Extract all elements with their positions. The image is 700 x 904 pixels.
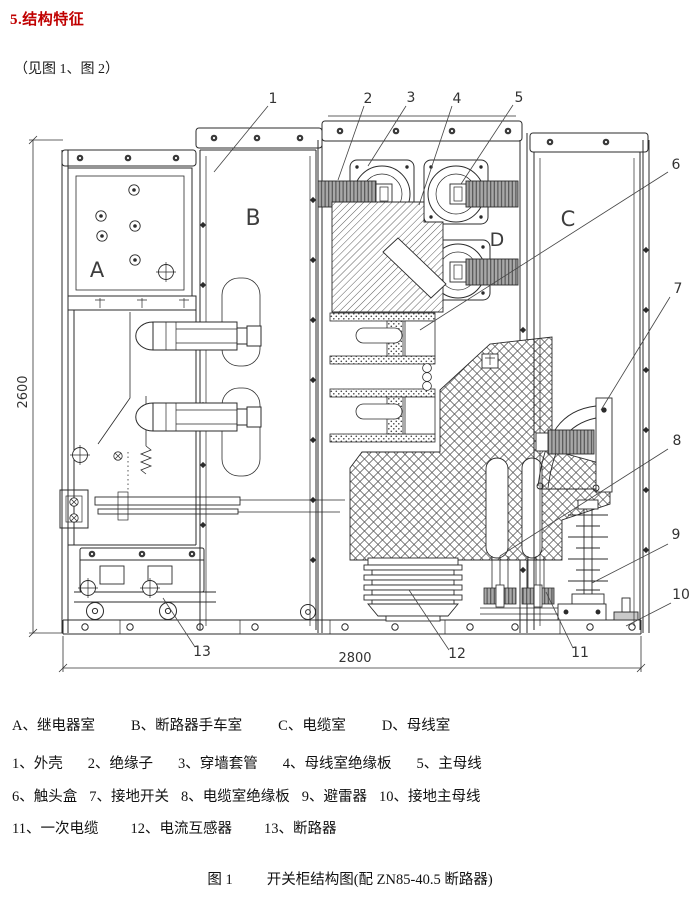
callout-numbers: 1 2 3 4 5 6 7 8 9 10 11 12 13 (193, 90, 690, 662)
legend-room-b: B、断路器手车室 (130, 718, 243, 734)
wall-b-d (317, 130, 323, 633)
legend-part-11: 11、一次电缆 (12, 821, 99, 837)
callout-10: 10 (672, 587, 690, 603)
legend-parts-6-10: 6、触头盒 7、接地开关 8、电缆室绝缘板 9、避雷器 10、接地主母线 (12, 785, 493, 806)
compartment-letter-c: C (561, 207, 576, 231)
callout-2: 2 (364, 91, 373, 107)
dimension-height-label: 2600 (16, 375, 31, 408)
legend-part-9: 9、避雷器 (301, 789, 367, 805)
breaker-compartment-b (195, 127, 323, 630)
callout-7: 7 (674, 281, 683, 297)
busbar-insulation-plate (331, 201, 447, 313)
figure-caption: 图 1 开关柜结构图(配 ZN85-40.5 断路器) (0, 868, 700, 889)
cabinet-base (62, 619, 642, 635)
legend-part-1: 1、外壳 (12, 756, 63, 772)
legend-compartments: A、继电器室 B、断路器手车室 C、电缆室 D、母线室 (12, 714, 486, 735)
callout-11: 11 (571, 645, 589, 661)
callout-1: 1 (269, 91, 278, 107)
callout-5: 5 (515, 90, 524, 106)
legend-part-2: 2、绝缘子 (87, 756, 153, 772)
legend-room-a: A、继电器室 (12, 718, 95, 734)
legend-part-5: 5、主母线 (416, 756, 482, 772)
current-transformer (363, 557, 463, 622)
legend-part-6: 6、触头盒 (12, 789, 78, 805)
breaker-pole-units (135, 321, 262, 432)
legend-part-4: 4、母线室绝缘板 (282, 756, 392, 772)
cable-compartment-c (529, 132, 650, 633)
legend-room-c: C、电缆室 (278, 718, 346, 734)
callout-13: 13 (193, 644, 211, 660)
callout-3: 3 (407, 90, 416, 106)
contact-boxes (329, 312, 436, 443)
figure-reference-note: （见图 1、图 2） (14, 62, 119, 77)
breaker-handcart (74, 547, 316, 620)
callout-6: 6 (672, 157, 681, 173)
grounding-switch (535, 397, 613, 493)
figure-number: 图 1 (207, 872, 233, 888)
legend-part-13: 13、断路器 (263, 821, 337, 837)
grounding-main-busbar (613, 597, 639, 621)
compartment-letter-d: D (490, 229, 505, 251)
compartment-letter-b: B (245, 206, 260, 231)
legend-parts-11-13: 11、一次电缆 12、电流互感器 13、断路器 (12, 817, 368, 838)
compartment-letter-a: A (90, 258, 105, 282)
surge-arrester (557, 499, 608, 621)
legend-part-10: 10、接地主母线 (379, 789, 481, 805)
figure-caption-text: 开关柜结构图(配 ZN85-40.5 断路器) (266, 872, 493, 888)
callout-8: 8 (673, 433, 682, 449)
callout-4: 4 (453, 91, 462, 107)
callout-9: 9 (672, 527, 681, 543)
legend-room-d: D、母线室 (381, 718, 451, 734)
wall-bushings (317, 180, 519, 286)
legend-part-12: 12、电流互感器 (130, 821, 232, 837)
legend-part-8: 8、电缆室绝缘板 (181, 789, 290, 805)
cable-room-insulation (349, 336, 611, 561)
callout-leader-lines (162, 104, 672, 651)
legend-part-3: 3、穿墙套管 (178, 756, 258, 772)
dimension-lines (28, 135, 646, 673)
dimension-width-label: 2800 (338, 651, 371, 666)
legend-parts-1-5: 1、外壳 2、绝缘子 3、穿墙套管 4、母线室绝缘板 5、主母线 (12, 752, 507, 773)
callout-12: 12 (448, 646, 466, 662)
section-title: 5.结构特征 (10, 12, 85, 28)
legend-part-7: 7、接地开关 (89, 789, 169, 805)
drawout-shelf (94, 491, 345, 521)
